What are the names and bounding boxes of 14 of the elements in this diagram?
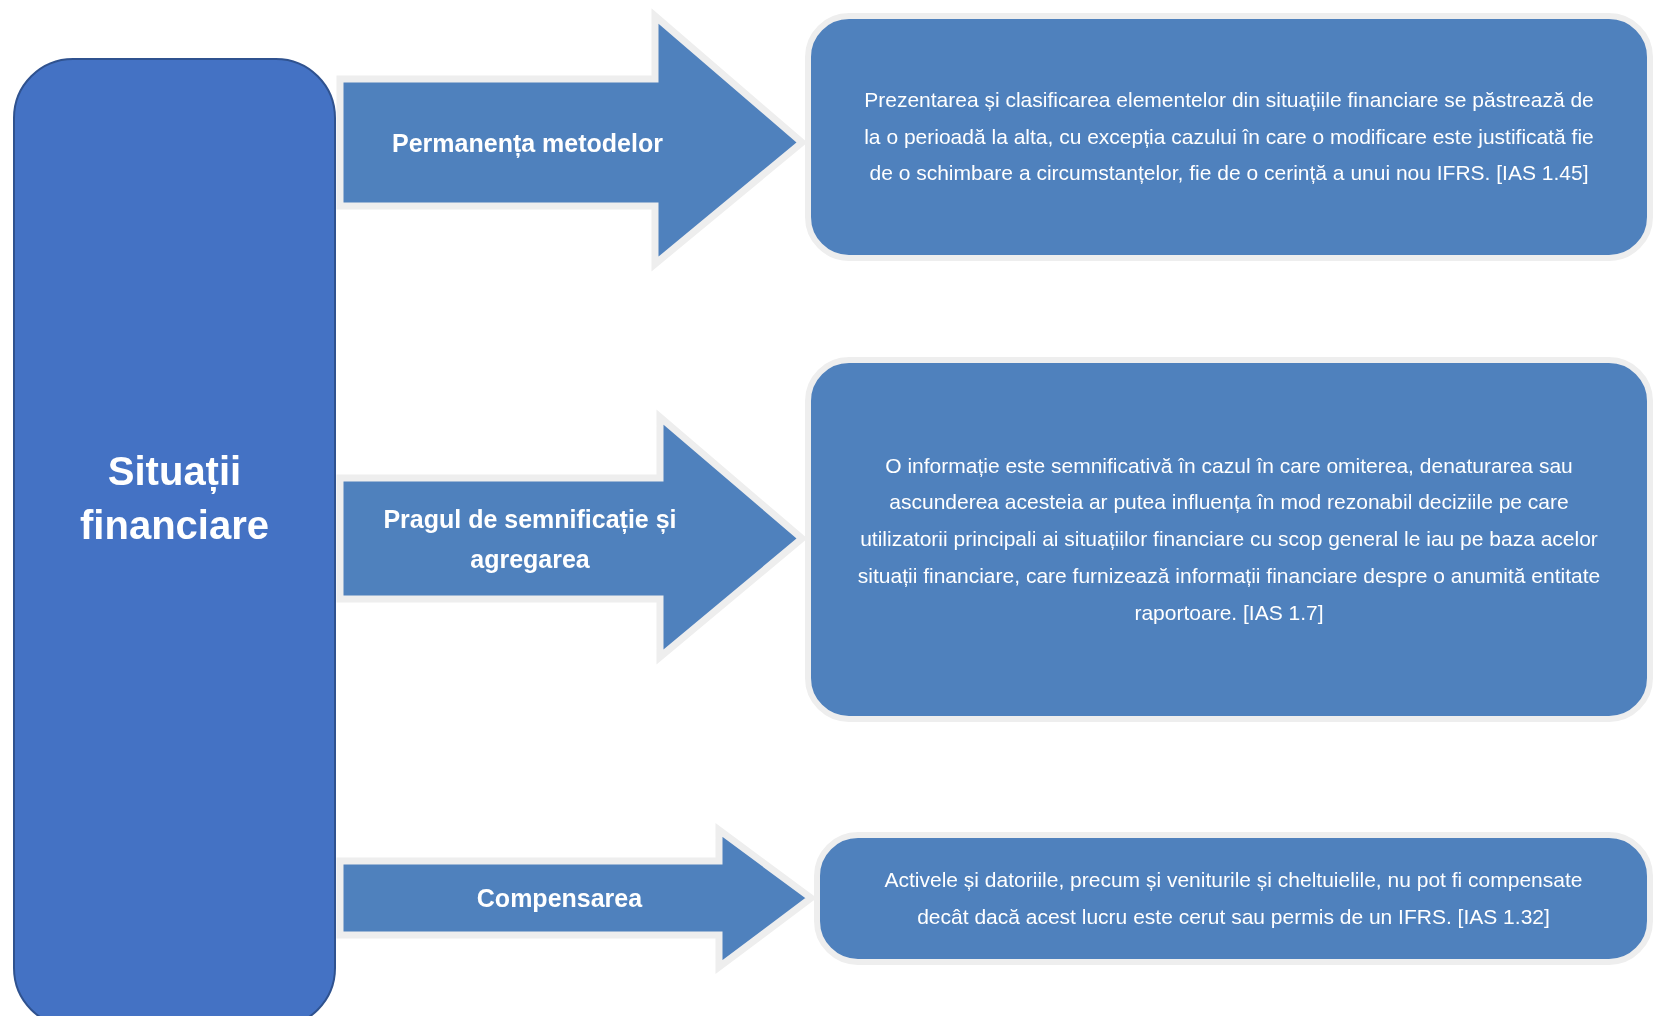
description-box: [814, 832, 1653, 965]
category-box: [13, 58, 336, 1016]
description-box: [805, 357, 1653, 722]
block-arrow: [336, 409, 808, 665]
description-text: O informație este semnificativă în cazul în care omiterea, denaturarea sau ascunderea acesteia ar putea influența în mod rezonabil deciziile pe care utilizatorii principali ai situațiilor financiare cu scop general le iau pe baza acelor situații financiare, care furnizează informații financiare despre o anumită entitate raportoare. [IAS 1.7]: [856, 452, 1602, 626]
block-arrow: [336, 8, 808, 272]
block-arrow: [336, 823, 817, 974]
edge-label: Permanența metodelor: [391, 127, 664, 160]
description-text: Prezentarea și clasificarea elementelor din situațiile financiare se păstrează de la o perioadă la alta, cu excepția cazului în care o modificare este justificată fie de o schimbare a circumstanțelor, fie de o cerință a unui nou IFRS. [IAS 1.45]: [863, 86, 1595, 187]
category-title: Situații financiare: [79, 448, 270, 549]
description-text: Activele și datoriile, precum și veniturile și cheltuielile, nu pot fi compensate decât dacă acest lucru este cerut sau permis de un IFRS. [IAS 1.32]: [883, 866, 1584, 930]
edge-label: Pragul de semnificație și agregarea: [382, 503, 678, 575]
edge-label: Compensarea: [475, 883, 644, 914]
description-box: [805, 13, 1653, 261]
